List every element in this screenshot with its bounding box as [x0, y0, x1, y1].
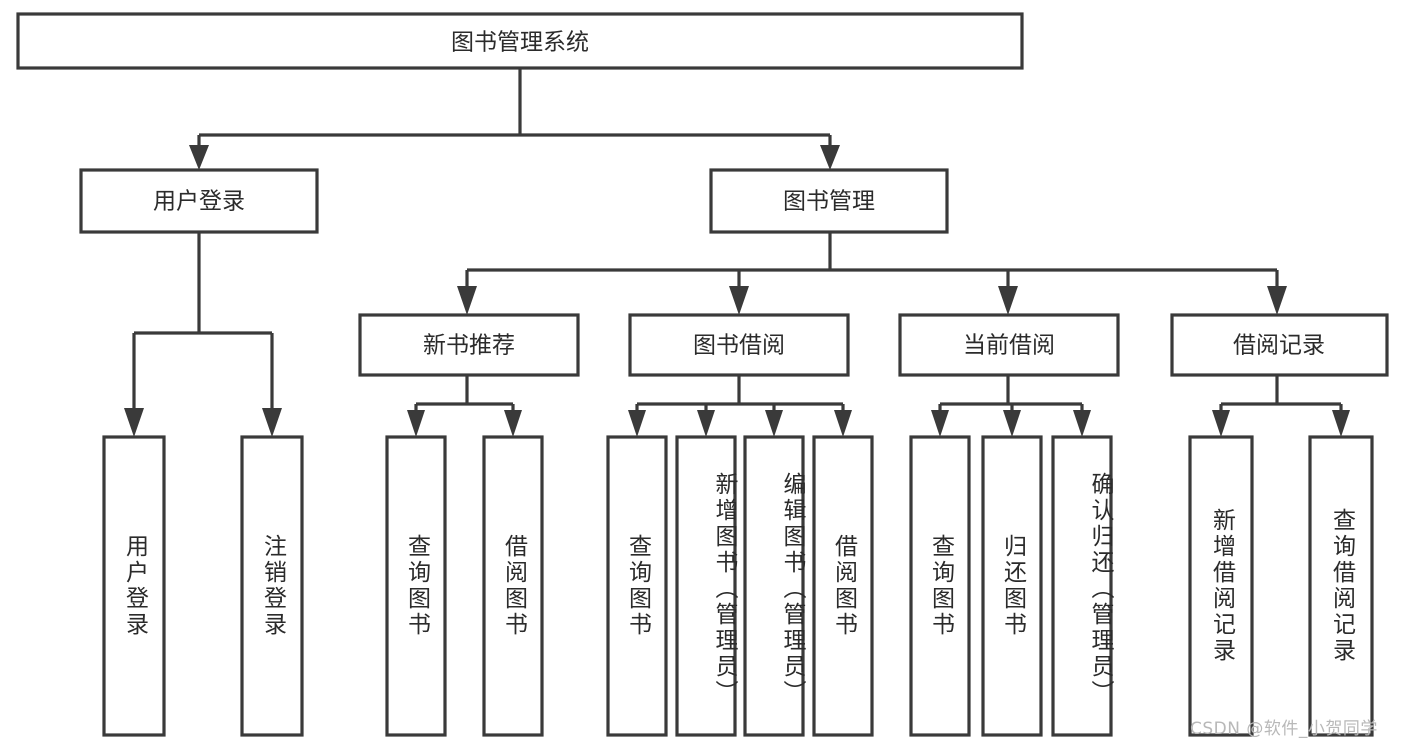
arrow-head-book-borrow: [729, 286, 749, 315]
arrow-head-leaf-logout: [262, 408, 282, 437]
arrow-head-leaf-query-borrow-record: [1332, 410, 1350, 437]
leaf-box-borrow-book-rec[interactable]: [482, 435, 544, 737]
connector-group-book-management-to-level3: [457, 232, 1287, 315]
arrow-head-leaf-add-book: [697, 410, 715, 437]
csdn-watermark: CSDN @软件_小贺同学: [1190, 719, 1378, 739]
node-new-book-recommend-box[interactable]: [358, 313, 580, 377]
arrow-head-new-book-recommend: [457, 286, 477, 315]
node-current-borrow-box[interactable]: [898, 313, 1120, 377]
arrow-head-leaf-confirm-return: [1073, 410, 1091, 437]
connector-group-user-login-to-leaves: [124, 232, 282, 437]
arrow-head-leaf-add-borrow-record: [1212, 410, 1230, 437]
leaf-box-query-borrow-record[interactable]: [1308, 435, 1374, 737]
arrow-head-leaf-query-book-borrow: [628, 410, 646, 437]
arrow-head-leaf-query-book-rec: [407, 410, 425, 437]
arrow-head-leaf-edit-book: [765, 410, 783, 437]
node-new-book-recommend[interactable]: 新书推荐: [358, 313, 580, 377]
node-book-borrow-label: 图书借阅: [693, 333, 785, 359]
node-root[interactable]: 图书管理系统: [16, 12, 1024, 70]
node-book-borrow-box[interactable]: [628, 313, 850, 377]
arrow-head-leaf-query-book-current: [931, 410, 949, 437]
leaf-box-logout[interactable]: [240, 435, 304, 737]
arrow-head-leaf-borrow-book-rec: [504, 410, 522, 437]
node-book-management-box[interactable]: [709, 168, 949, 234]
leaf-box-borrow-book[interactable]: [812, 435, 874, 737]
leaf-box-query-book-rec[interactable]: [385, 435, 447, 737]
node-new-book-recommend-label: 新书推荐: [423, 333, 515, 359]
node-borrow-records-box[interactable]: [1170, 313, 1389, 377]
arrow-head-leaf-user-login: [124, 408, 144, 437]
node-book-management[interactable]: 图书管理: [709, 168, 949, 234]
node-book-borrow[interactable]: 图书借阅: [628, 313, 850, 377]
leaf-boxes-group: [102, 435, 1374, 737]
node-current-borrow[interactable]: 当前借阅: [898, 313, 1120, 377]
connector-group-new-book-recommend-to-leaves: [407, 375, 522, 437]
leaf-box-return-book[interactable]: [981, 435, 1043, 737]
connector-group-root-to-level2: [189, 68, 840, 170]
node-user-login-label: 用户登录: [153, 189, 245, 215]
leaf-box-query-book-current[interactable]: [909, 435, 971, 737]
leaf-box-edit-book[interactable]: [743, 435, 805, 737]
leaf-box-add-borrow-record[interactable]: [1188, 435, 1254, 737]
node-current-borrow-label: 当前借阅: [963, 333, 1055, 359]
node-borrow-records[interactable]: 借阅记录: [1170, 313, 1389, 377]
leaf-box-confirm-return[interactable]: [1051, 435, 1113, 737]
connector-group-book-borrow-to-leaves: [628, 375, 852, 437]
node-user-login[interactable]: 用户登录: [79, 168, 319, 234]
connector-group-borrow-records-to-leaves: [1212, 375, 1350, 437]
arrow-head-leaf-return-book: [1003, 410, 1021, 437]
arrow-head-user-login: [189, 145, 209, 170]
node-book-management-label: 图书管理: [783, 189, 875, 215]
connector-group-current-borrow-to-leaves: [931, 375, 1091, 437]
leaf-box-query-book-borrow[interactable]: [606, 435, 668, 737]
arrow-head-current-borrow: [998, 286, 1018, 315]
node-borrow-records-label: 借阅记录: [1233, 333, 1325, 359]
leaf-box-user-login[interactable]: [102, 435, 166, 737]
arrow-head-leaf-borrow-book: [834, 410, 852, 437]
node-user-login-box[interactable]: [79, 168, 319, 234]
node-root-box[interactable]: [16, 12, 1024, 70]
node-root-label: 图书管理系统: [451, 30, 589, 56]
leaf-box-add-book[interactable]: [675, 435, 737, 737]
arrow-head-borrow-records: [1267, 286, 1287, 315]
arrow-head-book-management: [820, 145, 840, 170]
